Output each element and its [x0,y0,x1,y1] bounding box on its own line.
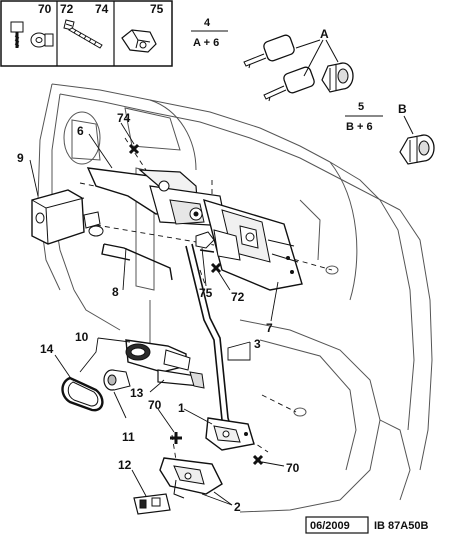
bolt-icon [10,21,54,48]
footer-date: 06/2009 [310,520,350,532]
callout-13: 13 [130,386,144,400]
variant-4: 4 A + 6 [191,17,228,49]
fastener-label-70: 70 [38,2,52,16]
date-box [305,516,369,534]
link-rod [101,243,173,281]
leader-lines [29,122,285,506]
key-icon [243,34,295,69]
lock-barrel-icon [399,134,435,165]
cross-marker [128,143,140,155]
callout-1: 1 [178,401,185,415]
callout-7: 7 [266,321,273,335]
letter-b: B [398,102,407,116]
leader-line [325,39,339,63]
callout-14: 14 [40,342,54,356]
lock-mechanism [86,167,303,291]
lower-lock-assembly [133,417,255,515]
key-set-a: A [243,27,354,102]
leader-line [403,115,414,135]
footer-stamp: 06/2009 IB 87A50B [305,516,428,534]
callout-11: 11 [122,430,135,444]
plus-marker [170,432,182,444]
leader-line [303,39,324,77]
callout-6: 6 [77,124,84,138]
control-rod [185,243,235,441]
key-icon [263,66,315,102]
footer-reference: IB 87A50B [374,520,428,532]
callout-numbers: 6 9 74 8 7 75 72 3 10 14 13 1 70 11 70 1… [17,111,300,514]
callout-70b: 70 [286,461,300,475]
callout-70a: 70 [148,398,162,412]
callout-72: 72 [231,290,245,304]
screw-icon [63,19,103,49]
lock-barrel-b: B [398,102,435,165]
variant-5: 5 B + 6 [345,101,383,133]
leader-line [295,39,321,49]
callout-74: 74 [117,111,131,125]
callout-3: 3 [254,337,261,351]
fastener-legend: 70 72 74 75 [0,0,173,67]
callout-10: 10 [75,330,89,344]
clip-icon [121,29,157,53]
cross-marker [252,454,264,466]
callout-8: 8 [112,285,119,299]
callout-9: 9 [17,151,24,165]
variant-formula: B + 6 [346,121,373,133]
actuator-part [31,189,104,245]
callout-75: 75 [199,286,213,300]
fastener-label-72: 72 [60,2,74,16]
fastener-label-75: 75 [150,2,164,16]
outer-handle-assembly [61,339,205,412]
variant-number: 4 [204,17,211,29]
lock-barrel-icon [321,62,354,93]
variant-formula: A + 6 [193,37,219,49]
variant-number: 5 [358,101,364,113]
clip-part [195,231,215,249]
letter-a: A [320,27,329,41]
callout-12: 12 [118,458,132,472]
fastener-label-74: 74 [95,2,109,16]
callout-2: 2 [234,500,241,514]
